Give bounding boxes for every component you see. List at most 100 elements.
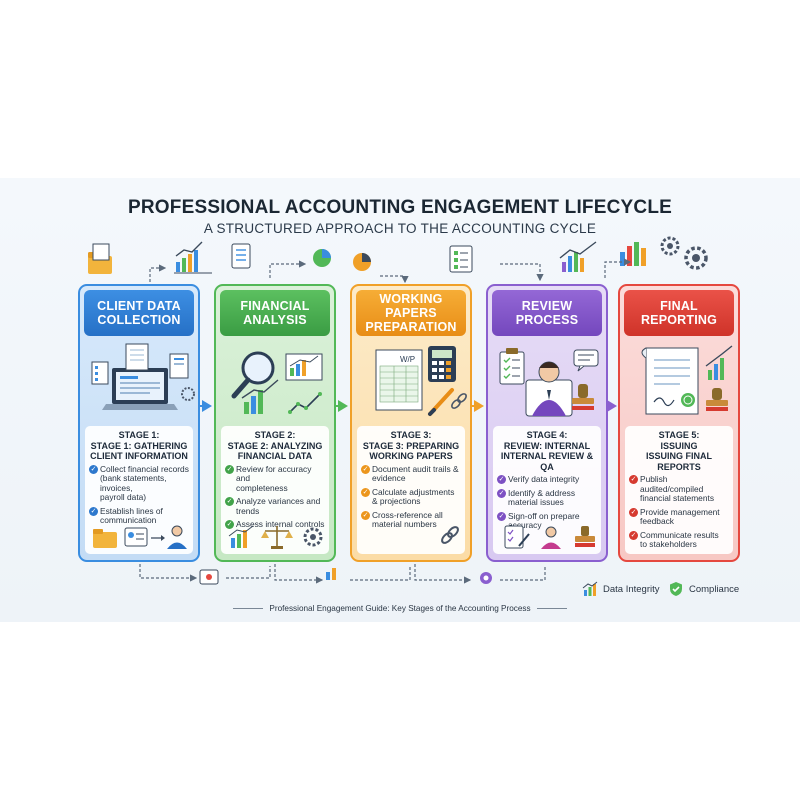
stage-5-title: STAGE 5: ISSUING ISSUING FINAL REPORTS: [645, 430, 712, 472]
check-icon: ✓: [497, 475, 506, 484]
stage-3-illustration: W/P: [356, 340, 467, 422]
stage-1-body: STAGE 1: STAGE 1: GATHERING CLIENT INFOR…: [85, 426, 193, 554]
person-icon: [541, 526, 561, 549]
stage-card-2: FINANCIAL ANALYSIS: [214, 284, 336, 562]
check-icon: ✓: [629, 475, 638, 484]
list-item: ✓Communicate results to stakeholders: [629, 529, 719, 549]
stage-2-heading: FINANCIAL ANALYSIS: [220, 290, 330, 336]
shield-check-icon: [670, 582, 682, 596]
stage-2-illustration: [220, 340, 330, 422]
check-icon: ✓: [225, 464, 234, 474]
check-icon: ✓: [497, 488, 506, 498]
link-icon: [451, 393, 467, 409]
working-paper-label: W/P: [400, 355, 415, 364]
stage-4-illustration: [492, 340, 602, 422]
stage-3-body: STAGE 3: STAGE 3: PREPARING WORKING PAPE…: [357, 426, 465, 554]
list-item: ✓Sign-off on prepare accuracy: [497, 510, 580, 530]
list-item: ✓Verify data integrity: [497, 474, 580, 484]
check-icon: ✓: [89, 506, 98, 516]
stage-4-heading: REVIEW PROCESS: [492, 290, 602, 336]
check-icon: ✓: [225, 520, 234, 529]
chart-board-icon: [285, 353, 323, 381]
footer-rule-left: [233, 608, 264, 610]
list-item: ✓Calculate adjustments & projections: [361, 486, 455, 506]
stage-card-5: FINAL REPORTING: [618, 284, 740, 562]
bar-chart-icon-2: [620, 242, 646, 266]
list-item: ✓Publish audited/compiled financial stat…: [629, 474, 715, 503]
list-item: ✓Review for accuracy and completeness: [225, 463, 312, 493]
stage-2-bullets: ✓Review for accuracy and completeness ✓A…: [225, 463, 325, 530]
data-integrity-icon: [582, 581, 598, 596]
stage-4-title: STAGE 4: REVIEW: INTERNAL INTERNAL REVIE…: [500, 430, 594, 472]
scales-icon: [261, 526, 293, 549]
stage-2-title: STAGE 2: STAGE 2: ANALYZING FINANCIAL DA…: [227, 430, 323, 461]
report-icon: [169, 353, 189, 379]
trend-icon: [288, 392, 322, 414]
stage-2-bottom-icons: [228, 525, 323, 549]
list-item: ✓Collect financial records (bank stateme…: [89, 463, 189, 502]
stage-4-bottom-icons: [504, 525, 595, 549]
legend-data-integrity-label: Data Integrity: [603, 583, 660, 595]
checklist-pen-icon: [504, 525, 530, 549]
stage-card-1: CLIENT DATA COLLECTION: [78, 284, 200, 562]
stage-1-title: STAGE 1: STAGE 1: GATHERING CLIENT INFOR…: [90, 430, 188, 461]
document-stack-icon: [125, 343, 149, 371]
bar-chart-icon: [228, 525, 254, 548]
stamp-icon: [572, 384, 594, 410]
bar-chart-icon: [241, 379, 279, 414]
footer-text: Professional Engagement Guide: Key Stage…: [269, 604, 531, 613]
stage-5-body: STAGE 5: ISSUING ISSUING FINAL REPORTS ✓…: [625, 426, 733, 554]
stage-card-3: WORKING PAPERS PREPARATION W/P: [350, 284, 472, 562]
growth-chart-icon: [705, 345, 733, 380]
pen-icon: [428, 388, 454, 416]
reviewer-icon: [525, 361, 573, 417]
list-item: ✓Analyze variances and trends: [225, 496, 321, 516]
footer-caption: Professional Engagement Guide: Key Stage…: [0, 604, 800, 613]
check-icon: ✓: [629, 530, 638, 540]
check-icon: ✓: [497, 511, 506, 521]
id-card-icon: [124, 527, 148, 547]
stage-card-4: REVIEW PROCESS: [486, 284, 608, 562]
stage-1-bullets: ✓Collect financial records (bank stateme…: [89, 463, 189, 526]
stage-1-heading: CLIENT DATA COLLECTION: [84, 290, 194, 336]
list-item: ✓Cross-reference all material numbers: [361, 509, 443, 529]
stage-3-heading: WORKING PAPERS PREPARATION: [356, 290, 466, 336]
working-paper-icon: W/P: [375, 349, 423, 411]
list-item: ✓Provide management feedback: [629, 506, 720, 526]
list-item: ✓Assess internal controls: [225, 519, 325, 529]
folder-icon: [88, 243, 112, 274]
checklist-icon: [449, 245, 473, 273]
check-icon: ✓: [629, 507, 638, 517]
check-icon: ✓: [89, 464, 98, 474]
speech-bubble-icon: [573, 349, 599, 372]
stage-4-body: STAGE 4: REVIEW: INTERNAL INTERNAL REVIE…: [493, 426, 601, 554]
top-icon-row: [88, 236, 708, 274]
stage-4-bullets: ✓Verify data integrity ✓Identify & addre…: [497, 474, 597, 531]
footer-rule-right: [536, 608, 567, 610]
calculator-icon: [428, 346, 456, 382]
magnifier-icon: [231, 351, 275, 399]
chain-link-icon: [441, 526, 459, 544]
folder-icon: [93, 529, 117, 548]
stage-1-illustration: [84, 340, 195, 422]
gear-icon: [181, 387, 195, 401]
bar-chart-icon: [174, 241, 212, 274]
check-icon: ✓: [361, 464, 370, 474]
list-item: ✓Identify & address material issues: [497, 487, 576, 507]
certificate-icon: [641, 347, 699, 415]
growth-chart-icon: [559, 241, 597, 272]
gear-icon: [660, 236, 708, 270]
stamp-icon: [575, 526, 595, 547]
check-icon: ✓: [361, 510, 370, 520]
list-item: ✓Document audit trails & evidence: [361, 463, 459, 483]
page-subtitle: A STRUCTURED APPROACH TO THE ACCOUNTING …: [203, 221, 597, 236]
pie-chart-icon: [313, 249, 371, 271]
laptop-icon: [102, 368, 178, 410]
stage-2-body: STAGE 2: STAGE 2: ANALYZING FINANCIAL DA…: [221, 426, 329, 554]
stamp-icon: [706, 388, 728, 411]
checklist-icon: [91, 361, 109, 385]
stage-3-bullets: ✓Document audit trails & evidence ✓Calcu…: [361, 463, 461, 530]
stage-5-heading: FINAL REPORTING: [624, 290, 734, 336]
legend-compliance: Compliance: [668, 580, 739, 598]
